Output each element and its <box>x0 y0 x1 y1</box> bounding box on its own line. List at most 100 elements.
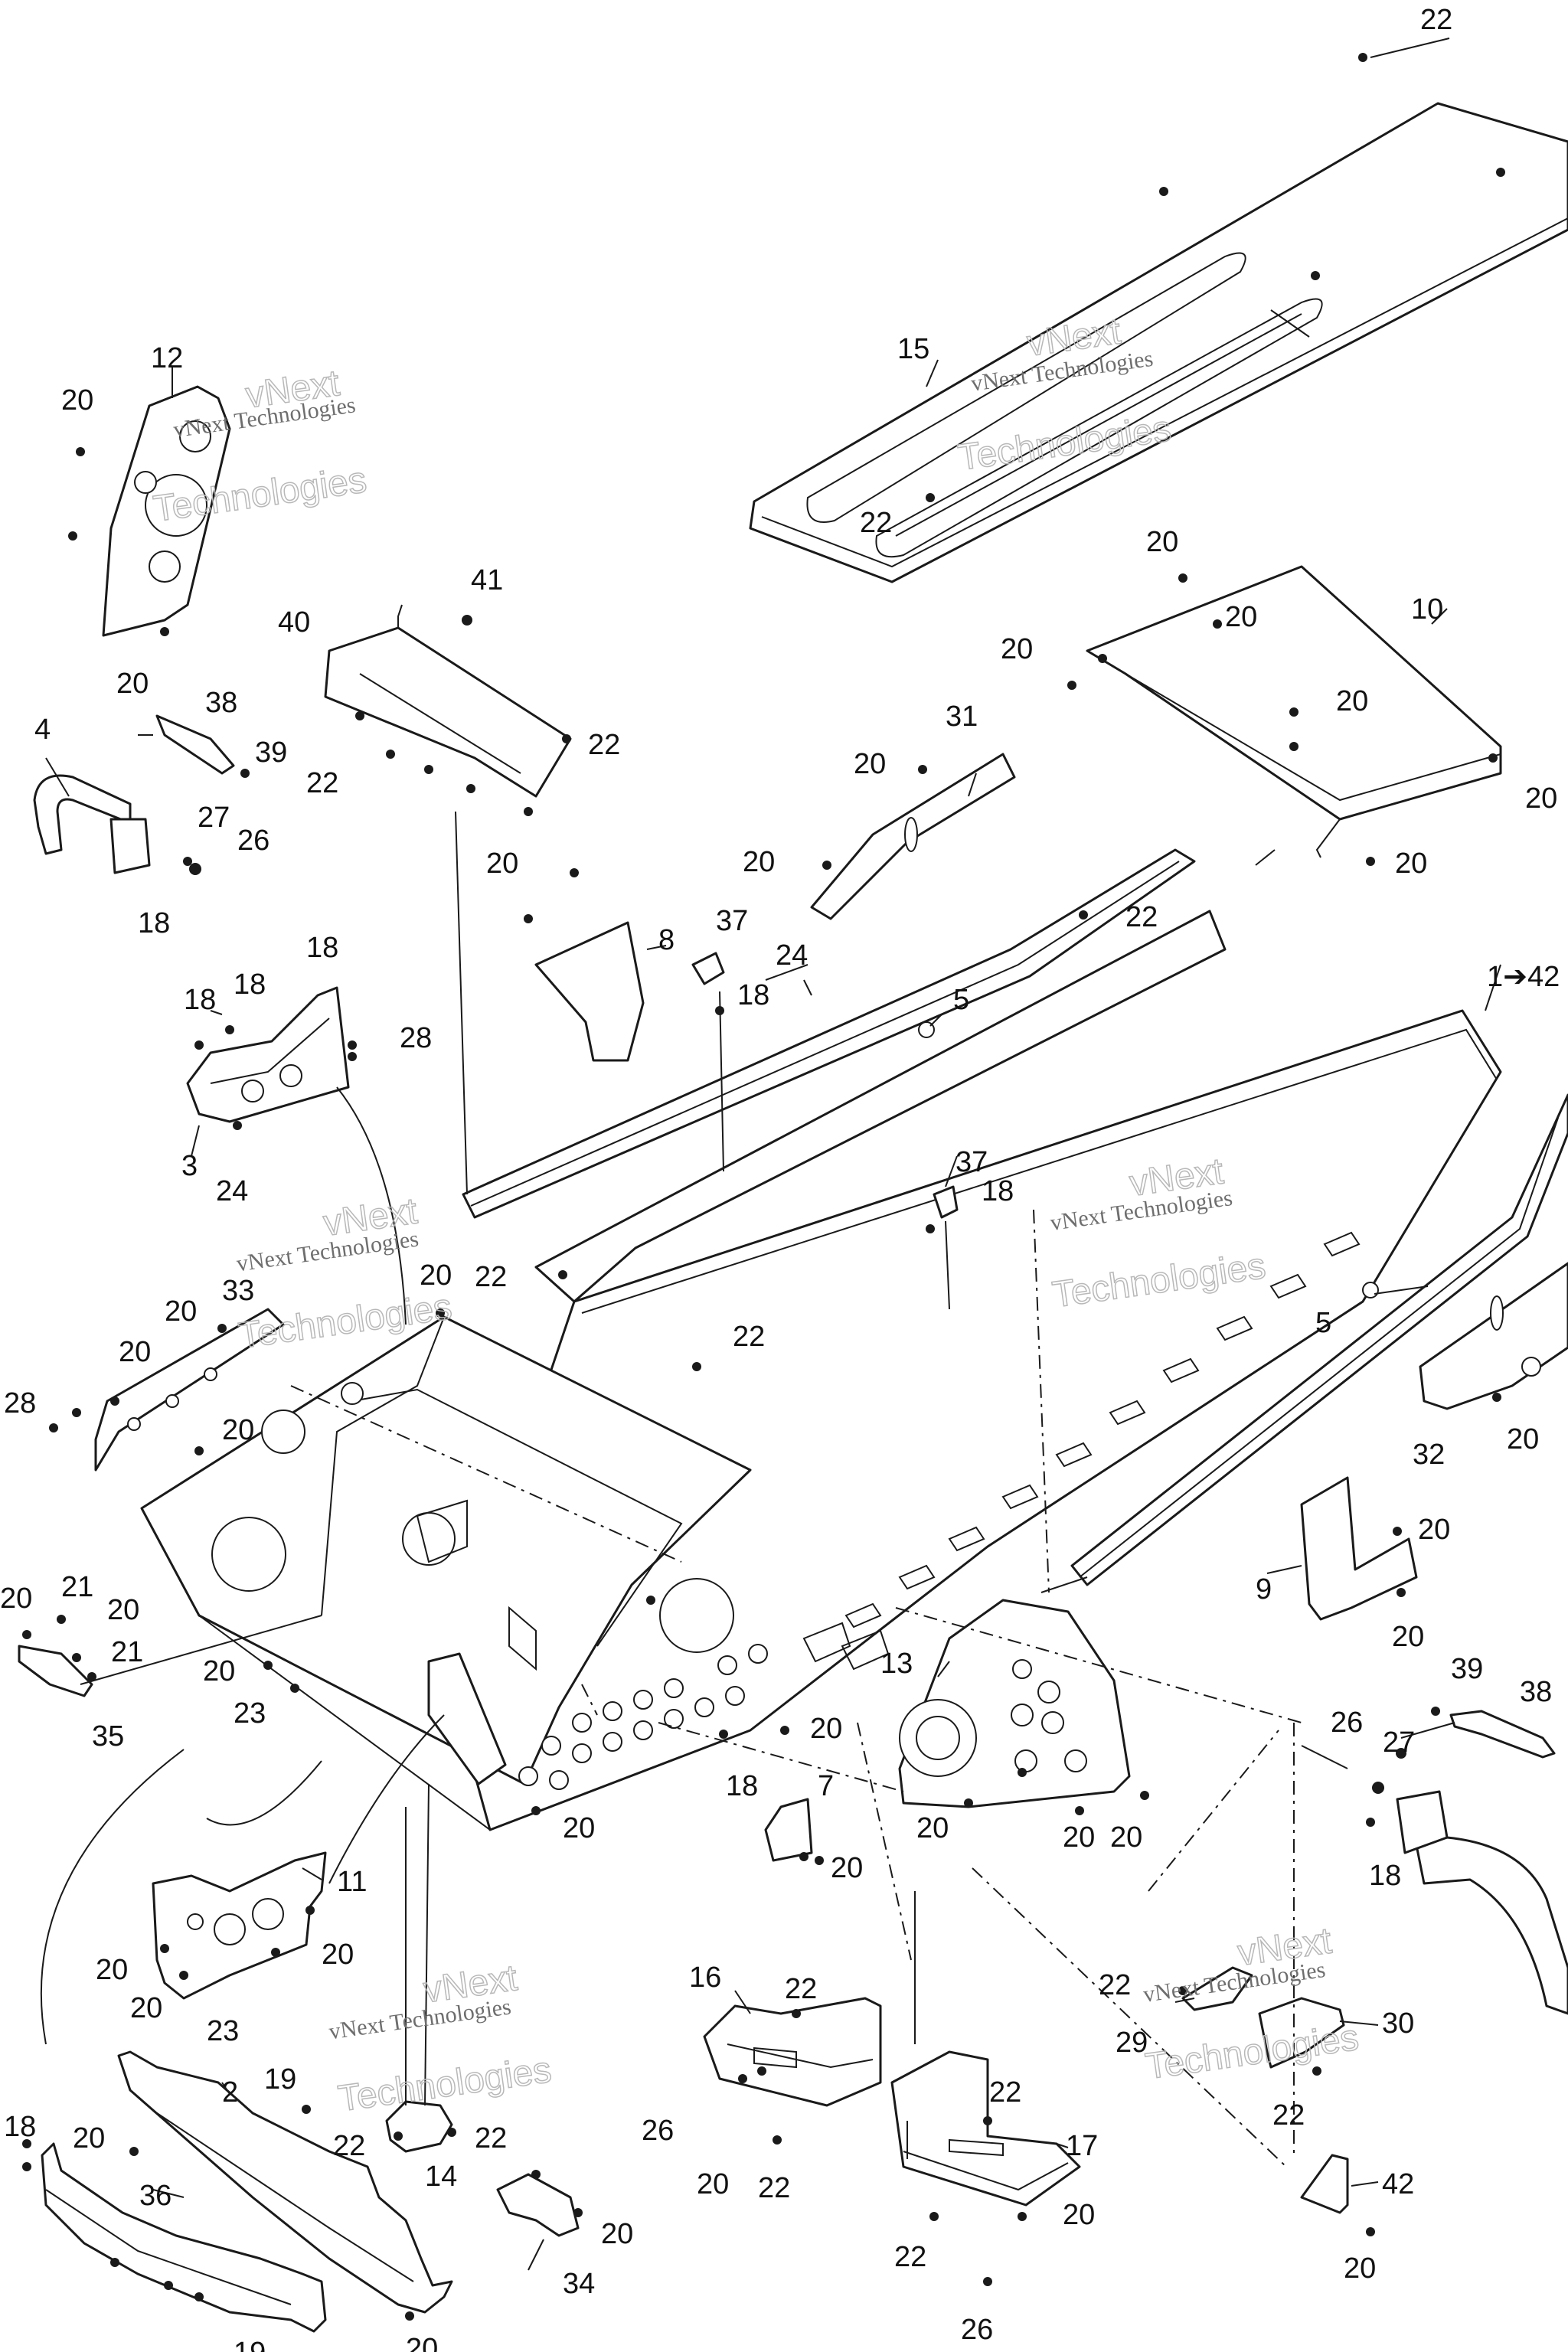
callout-32: 32 <box>1413 1439 1445 1471</box>
callout-18: 18 <box>4 2111 36 2143</box>
callout-5: 5 <box>953 984 969 1016</box>
part-24-rail-right <box>1070 1093 1568 1586</box>
part-16-bracket <box>703 1997 882 2107</box>
callout-20: 20 <box>1418 1514 1450 1546</box>
callout-17: 17 <box>1066 2130 1098 2162</box>
callout-20: 20 <box>831 1852 863 1884</box>
part-10-rear-plate <box>1086 565 1502 858</box>
callout-27: 27 <box>1383 1726 1415 1759</box>
callout-20: 20 <box>116 668 149 700</box>
callout-37: 37 <box>956 1146 988 1178</box>
callout-20: 20 <box>1110 1821 1142 1854</box>
callout-22: 22 <box>306 767 338 799</box>
callout-26: 26 <box>237 825 270 857</box>
callout-27: 27 <box>198 802 230 834</box>
callout-20: 20 <box>0 1583 32 1615</box>
part-15-tunnel-cover <box>749 102 1568 583</box>
callout-20: 20 <box>1225 601 1257 633</box>
part-14-clip <box>385 2100 453 2153</box>
callout-18: 18 <box>1369 1860 1401 1892</box>
callout-15: 15 <box>897 333 929 365</box>
callout-28: 28 <box>4 1387 36 1419</box>
callout-20: 20 <box>854 748 886 780</box>
callout-39: 39 <box>1451 1653 1483 1685</box>
part-7-bracket <box>764 1798 813 1862</box>
callout-20: 20 <box>119 1336 151 1368</box>
part-42-bracket <box>1300 2154 1349 2214</box>
callout-labels: 22 15 22 12 20 20 41 40 22 22 4 38 39 27… <box>0 4 1560 2352</box>
fasteners <box>22 53 1505 2321</box>
callout-20: 20 <box>222 1414 254 1446</box>
callout-20: 20 <box>1392 1621 1424 1653</box>
callout-20: 20 <box>486 848 518 880</box>
part-33-bracket <box>94 1308 285 1472</box>
callout-22: 22 <box>588 729 620 761</box>
callout-leaders <box>45 38 1501 2271</box>
callout-34: 34 <box>563 2268 595 2300</box>
part-30-bracket <box>1258 1997 1345 2069</box>
callout-22: 22 <box>860 507 892 539</box>
callout-20: 20 <box>165 1295 197 1328</box>
callout-37: 37 <box>716 905 748 937</box>
callout-18: 18 <box>138 907 170 939</box>
callout-5: 5 <box>1315 1307 1331 1339</box>
callout-18: 18 <box>184 984 216 1016</box>
callout-18: 18 <box>982 1175 1014 1207</box>
callout-20: 20 <box>107 1594 139 1626</box>
callout-2: 2 <box>222 2076 238 2109</box>
callout-20: 20 <box>916 1812 949 1844</box>
callout-18: 18 <box>726 1770 758 1802</box>
callout-22: 22 <box>1099 1969 1131 2001</box>
callout-18: 18 <box>306 932 338 964</box>
callout-22: 22 <box>894 2241 926 2273</box>
callout-19: 19 <box>264 2063 296 2096</box>
callout-18: 18 <box>234 969 266 1001</box>
callout-20: 20 <box>1395 848 1427 880</box>
tunnel-floor-holes <box>518 1644 768 1790</box>
callout-22: 22 <box>1420 4 1452 36</box>
callout-22: 22 <box>475 2122 507 2154</box>
callout-22: 22 <box>475 1261 507 1293</box>
callout-20: 20 <box>1525 782 1557 815</box>
callout-26: 26 <box>1331 1707 1363 1739</box>
callout-4: 4 <box>34 714 51 746</box>
callout-21: 21 <box>61 1571 93 1603</box>
callout-20: 20 <box>563 1812 595 1844</box>
part-31-bracket <box>810 753 1016 920</box>
part-9-guard <box>1300 1476 1418 1621</box>
callout-20: 20 <box>73 2122 105 2154</box>
callout-20: 20 <box>420 1259 452 1292</box>
callout-26: 26 <box>961 2314 993 2346</box>
tunnel-floor-slots <box>802 1231 1361 1671</box>
part-17-bracket <box>890 2050 1081 2207</box>
callout-41: 41 <box>471 564 503 596</box>
callout-20: 20 <box>203 1655 235 1687</box>
callout-20: 20 <box>1063 2199 1095 2231</box>
callout-21: 21 <box>111 1636 143 1668</box>
callout-20: 20 <box>130 1992 162 2024</box>
callout-42: 42 <box>1382 2168 1414 2200</box>
callout-39: 39 <box>255 737 287 769</box>
callout-8: 8 <box>658 924 675 956</box>
callout-20: 20 <box>1507 1423 1539 1455</box>
callout-20: 20 <box>96 1954 128 1986</box>
callout-13: 13 <box>880 1648 913 1680</box>
part-2-bumper <box>117 2050 453 2314</box>
callout-33: 33 <box>222 1275 254 1307</box>
callout-20: 20 <box>406 2333 438 2352</box>
callout-24: 24 <box>216 1175 248 1207</box>
callout-40: 40 <box>278 606 310 639</box>
callout-38: 38 <box>1520 1676 1552 1708</box>
callout-20: 20 <box>1001 633 1033 665</box>
part-8-deflector <box>534 921 645 1062</box>
callout-11: 11 <box>337 1866 367 1898</box>
callout-23: 23 <box>207 2015 239 2047</box>
callout-30: 30 <box>1382 2007 1414 2040</box>
callout-22: 22 <box>785 1973 817 2005</box>
part-29-bracket <box>1181 1966 1253 2011</box>
callout-28: 28 <box>400 1022 432 1054</box>
part-36-bumper <box>41 2142 327 2333</box>
callout-31: 31 <box>946 701 978 733</box>
part-35-clip <box>18 1645 93 1697</box>
part-1-main-tunnel <box>140 910 1502 1831</box>
